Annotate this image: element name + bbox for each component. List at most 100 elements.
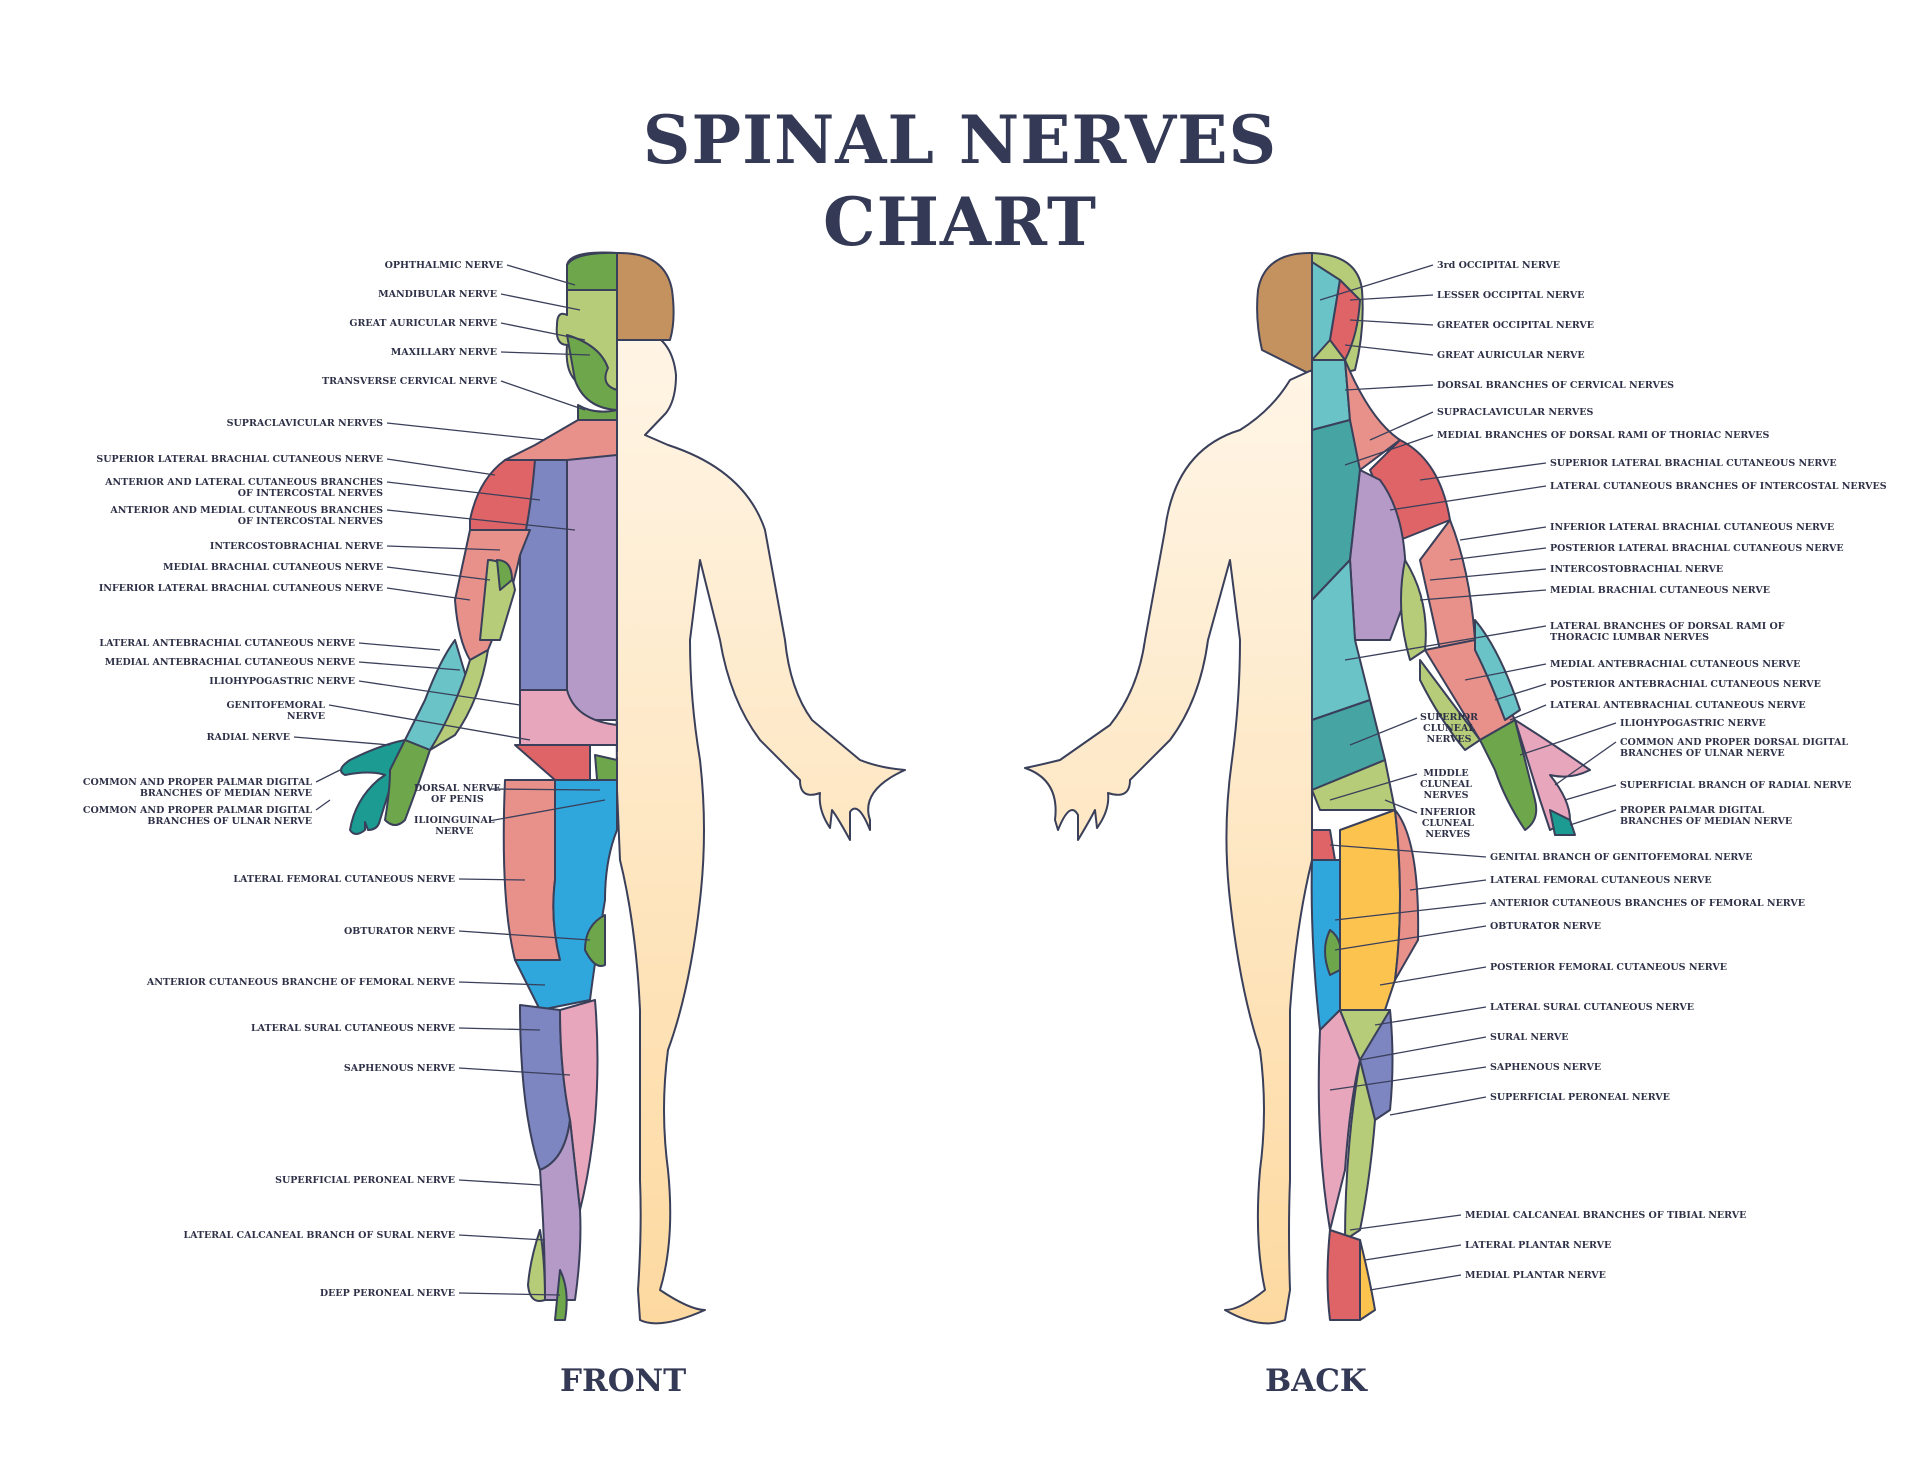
front-label: OBTURATOR NERVE	[343, 926, 455, 937]
back-leader-line	[1349, 1214, 1462, 1231]
front-label: ANTERIOR AND LATERAL CUTANEOUS BRANCHES …	[105, 477, 383, 499]
back-label: PROPER PALMAR DIGITAL BRANCHES OF MEDIAN…	[1620, 805, 1793, 827]
front-label: MEDIAL BRACHIAL CUTANEOUS NERVE	[163, 562, 383, 573]
back-leader-line	[1419, 462, 1547, 481]
back-leader-line	[1349, 319, 1434, 326]
front-leader-line	[315, 769, 341, 783]
front-label: ANTERIOR AND MEDIAL CUTANEOUS BRANCHES O…	[110, 505, 383, 527]
front-leader-line	[500, 380, 586, 411]
front-inner-label: ILIOINGUINAL NERVE	[414, 815, 495, 837]
back-leader-line	[1554, 741, 1617, 786]
back-inner-label: SUPERIOR CLUNEAL NERVES	[1420, 712, 1479, 745]
front-genitofemoral	[514, 744, 591, 781]
front-anteromedial-intercostal	[566, 454, 618, 721]
back-label: LATERAL PLANTAR NERVE	[1465, 1240, 1612, 1251]
back-medial-calcaneal	[1326, 1229, 1364, 1321]
back-leader-line	[1449, 547, 1547, 561]
back-label: LATERAL CUTANEOUS BRANCHES OF INTERCOSTA…	[1550, 481, 1887, 492]
back-leader-line	[1519, 722, 1617, 756]
back-leader-line	[1429, 568, 1547, 581]
back-medial-brachial	[1400, 559, 1427, 661]
back-label: POSTERIOR FEMORAL CUTANEOUS NERVE	[1490, 962, 1727, 973]
back-label: MEDIAL PLANTAR NERVE	[1465, 1270, 1606, 1281]
back-label: LATERAL SURAL CUTANEOUS NERVE	[1490, 1002, 1695, 1013]
back-leader-line	[1564, 784, 1617, 801]
front-leader-line	[458, 981, 546, 986]
back-leader-line	[1344, 384, 1434, 391]
back-label: POSTERIOR ANTEBRACHIAL CUTANEOUS NERVE	[1550, 679, 1821, 690]
back-label: ANTERIOR CUTANEOUS BRANCHES OF FEMORAL N…	[1490, 898, 1805, 909]
back-lateral-sural	[1359, 1009, 1394, 1121]
back-leader-line	[1459, 526, 1547, 541]
front-leader-line	[386, 545, 501, 551]
back-leader-line	[1369, 1274, 1462, 1291]
back-label: SUPERFICIAL PERONEAL NERVE	[1490, 1092, 1670, 1103]
back-leader-line	[1359, 1036, 1487, 1061]
back-view-label: BACK	[1265, 1363, 1367, 1399]
back-hand-ulnar	[1479, 719, 1538, 831]
front-leader-line	[386, 481, 541, 501]
front-lateral-calcaneal	[527, 1229, 546, 1302]
back-leader-line	[1364, 1244, 1462, 1261]
front-hair-right	[616, 251, 675, 341]
back-inner-leader-line	[1329, 773, 1418, 801]
front-leader-line	[458, 930, 591, 941]
back-leader-line	[1334, 902, 1487, 921]
front-label: LATERAL ANTEBRACHIAL CUTANEOUS NERVE	[99, 638, 355, 649]
back-inner-label: INFERIOR CLUNEAL NERVES	[1420, 807, 1476, 840]
back-label: SAPHENOUS NERVE	[1490, 1062, 1602, 1073]
front-label: SUPERFICIAL PERONEAL NERVE	[275, 1175, 455, 1186]
front-leader-line	[458, 878, 526, 881]
front-mandibular-zone	[566, 334, 618, 411]
front-label: TRANSVERSE CERVICAL NERVE	[322, 376, 497, 387]
back-posterior-femoral	[1339, 809, 1401, 1011]
back-label: MEDIAL BRANCHES OF DORSAL RAMI OF THORIA…	[1437, 430, 1770, 441]
front-leader-line	[458, 1067, 571, 1076]
back-label: LATERAL FEMORAL CUTANEOUS NERVE	[1490, 875, 1712, 886]
leader-lines	[293, 264, 1617, 1296]
front-label: OPHTHALMIC NERVE	[384, 260, 503, 271]
front-leader-line	[458, 1234, 546, 1241]
back-label: DORSAL BRANCHES OF CERVICAL NERVES	[1437, 380, 1674, 391]
front-leader-line	[386, 422, 546, 441]
front-leader-line	[328, 704, 531, 741]
back-label: GREATER OCCIPITAL NERVE	[1437, 320, 1595, 331]
front-hand-ulnar	[384, 739, 431, 826]
front-label: MAXILLARY NERVE	[390, 347, 497, 358]
back-leader-line	[1464, 663, 1547, 681]
back-label: LATERAL BRANCHES OF DORSAL RAMI OF THORA…	[1550, 621, 1785, 643]
back-leader-line	[1509, 704, 1547, 721]
chart-title-line-1: SPINAL NERVES	[642, 101, 1278, 179]
back-hand-median-tips	[1549, 809, 1576, 836]
front-obturator	[584, 914, 606, 967]
front-leader-line	[358, 642, 441, 651]
front-label: COMMON AND PROPER PALMAR DIGITAL BRANCHE…	[82, 805, 312, 827]
front-label: SUPRACLAVICULAR NERVES	[226, 418, 383, 429]
front-label: RADIAL NERVE	[206, 732, 290, 743]
back-label: POSTERIOR LATERAL BRACHIAL CUTANEOUS NER…	[1550, 543, 1844, 554]
back-label: COMMON AND PROPER DORSAL DIGITAL BRANCHE…	[1620, 737, 1849, 759]
back-plantar	[1359, 1239, 1376, 1321]
front-label: MEDIAL ANTEBRACHIAL CUTANEOUS NERVE	[104, 657, 355, 668]
back-label: MEDIAL CALCANEAL BRANCHES OF TIBIAL NERV…	[1465, 1210, 1747, 1221]
back-leader-line	[1369, 411, 1434, 441]
front-supraclavicular	[504, 419, 618, 461]
back-label: SUPERIOR LATERAL BRACHIAL CUTANEOUS NERV…	[1550, 458, 1837, 469]
front-leader-line	[458, 1179, 541, 1186]
front-label: GREAT AURICULAR NERVE	[349, 318, 497, 329]
back-label: MEDIAL BRACHIAL CUTANEOUS NERVE	[1550, 585, 1770, 596]
back-leader-line	[1389, 1096, 1487, 1116]
front-label: ANTERIOR CUTANEOUS BRANCHE OF FEMORAL NE…	[146, 977, 455, 988]
back-leader-line	[1389, 485, 1547, 511]
front-inner-leader-line	[488, 788, 601, 791]
back-dorsal-cervical	[1311, 359, 1351, 431]
back-leader-line	[1494, 683, 1547, 701]
front-leader-line	[500, 322, 586, 341]
back-label: ILIOHYPOGASTRIC NERVE	[1620, 718, 1766, 729]
back-obturator	[1324, 929, 1343, 976]
front-leader-line	[458, 1027, 541, 1031]
front-leader-line	[386, 566, 491, 581]
back-label: LESSER OCCIPITAL NERVE	[1437, 290, 1585, 301]
front-leader-line	[386, 509, 576, 531]
